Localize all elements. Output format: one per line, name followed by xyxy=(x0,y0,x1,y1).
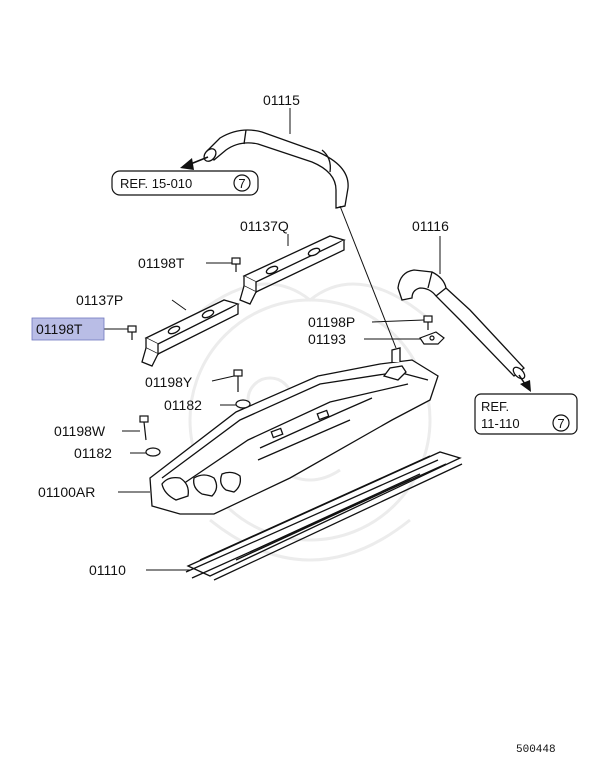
ref-15-010-number: 7 xyxy=(238,176,245,191)
ref-11-110-number: 7 xyxy=(557,416,564,431)
label-01198y[interactable]: 01198Y xyxy=(145,374,193,390)
label-01137p[interactable]: 01137P xyxy=(76,292,123,308)
label-01110[interactable]: 01110 xyxy=(89,562,126,578)
label-01198w[interactable]: 01198W xyxy=(54,423,106,439)
hose-01115 xyxy=(203,129,349,209)
bolt-01198t-lower xyxy=(127,325,137,340)
bolt-01198w xyxy=(139,415,149,441)
cover-01137q xyxy=(239,235,346,305)
bolt-01198p xyxy=(423,315,433,330)
ref-box-15-010[interactable]: REF. 15-010 7 xyxy=(111,170,259,196)
manifold-01100ar xyxy=(149,347,439,515)
ref-11-110-text-line2: 11-110 xyxy=(481,416,520,431)
washer-01182-lower xyxy=(145,447,161,457)
label-01115[interactable]: 01115 xyxy=(263,92,300,108)
arrow-ref-11 xyxy=(518,374,531,392)
arrow-ref-15 xyxy=(180,156,209,170)
highlight-01198t xyxy=(31,317,105,341)
label-01182-lower[interactable]: 01182 xyxy=(74,445,112,461)
label-01193[interactable]: 01193 xyxy=(308,331,346,347)
leader-lines xyxy=(104,108,441,571)
gasket-01110 xyxy=(185,451,463,581)
clip-01193 xyxy=(419,331,445,345)
label-01198t-upper[interactable]: 01198T xyxy=(138,255,185,271)
label-01116[interactable]: 01116 xyxy=(412,218,449,234)
label-01198p[interactable]: 01198P xyxy=(308,314,355,330)
washer-01182-upper xyxy=(235,399,251,409)
bolt-01198y xyxy=(233,369,243,392)
label-01182-upper[interactable]: 01182 xyxy=(164,397,202,413)
label-01137q[interactable]: 01137Q xyxy=(240,218,289,234)
cover-01137p xyxy=(141,299,240,367)
bolt-01198t-upper xyxy=(231,257,241,272)
label-01198t-highlighted[interactable]: 01198T xyxy=(36,321,83,337)
diagram-number: 500448 xyxy=(516,744,556,756)
ref-box-11-110[interactable]: REF. 11-110 7 xyxy=(474,393,578,435)
ref-11-110-text-line1: REF. xyxy=(481,399,509,414)
label-01100ar[interactable]: 01100AR xyxy=(38,484,95,500)
ref-15-010-text: REF. 15-010 xyxy=(120,176,192,191)
hose-01116 xyxy=(397,269,526,380)
